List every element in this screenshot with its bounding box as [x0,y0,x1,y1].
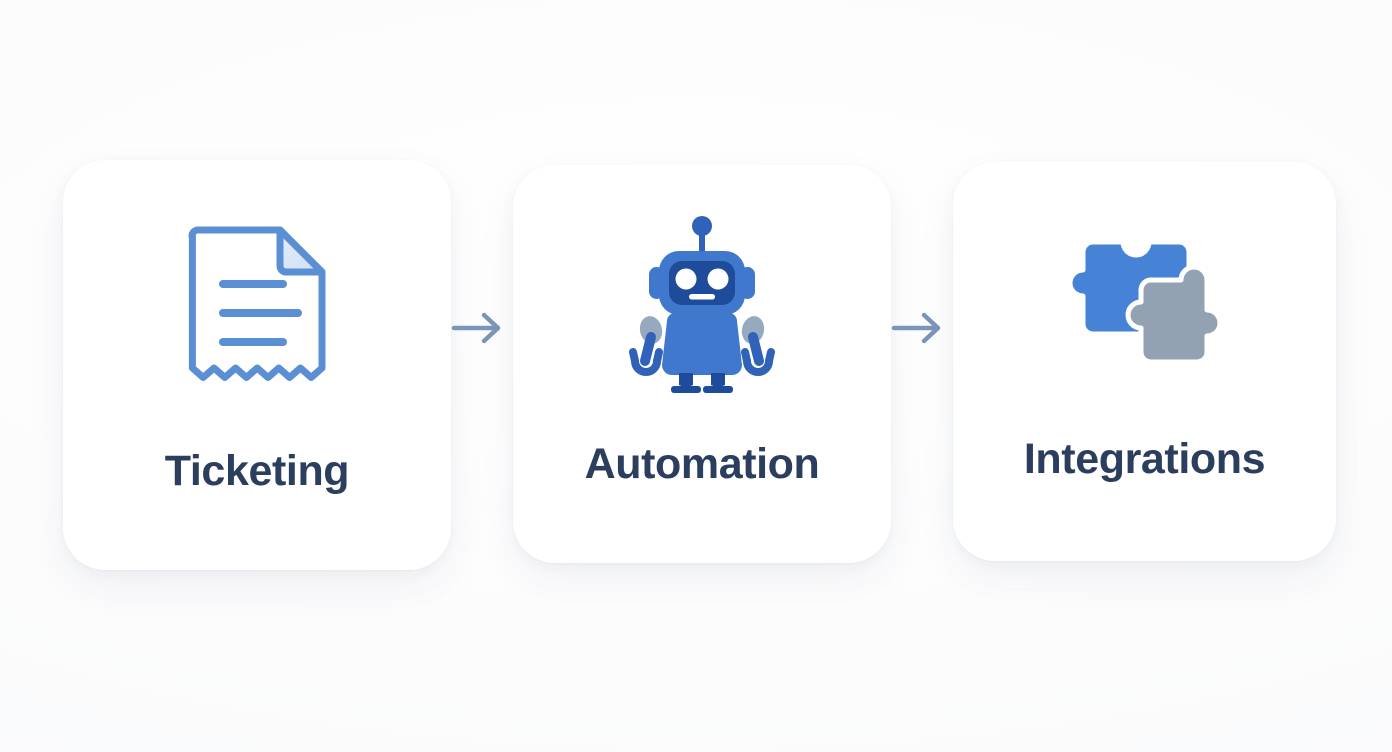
integrations-icon-wrap [953,210,1336,390]
arrow-right-icon [891,312,941,344]
arrow-right-icon [451,312,501,344]
flow-step-label-integrations: Integrations [1023,435,1266,483]
flow-step-card-automation[interactable]: Automation [513,165,891,563]
robot-icon [629,216,775,393]
ticketing-icon-wrap [63,218,451,398]
flow-step-card-integrations[interactable]: Integrations [953,162,1336,561]
flow-step-label-automation: Automation [584,440,820,488]
document-receipt-icon [188,226,326,381]
flow-step-label-ticketing: Ticketing [164,447,350,495]
automation-icon-wrap [513,209,891,399]
flow-connector-1 [451,305,508,351]
flow-step-card-ticketing[interactable]: Ticketing [63,160,451,570]
puzzle-pieces-icon [1067,239,1222,365]
flow-connector-2 [891,305,948,351]
